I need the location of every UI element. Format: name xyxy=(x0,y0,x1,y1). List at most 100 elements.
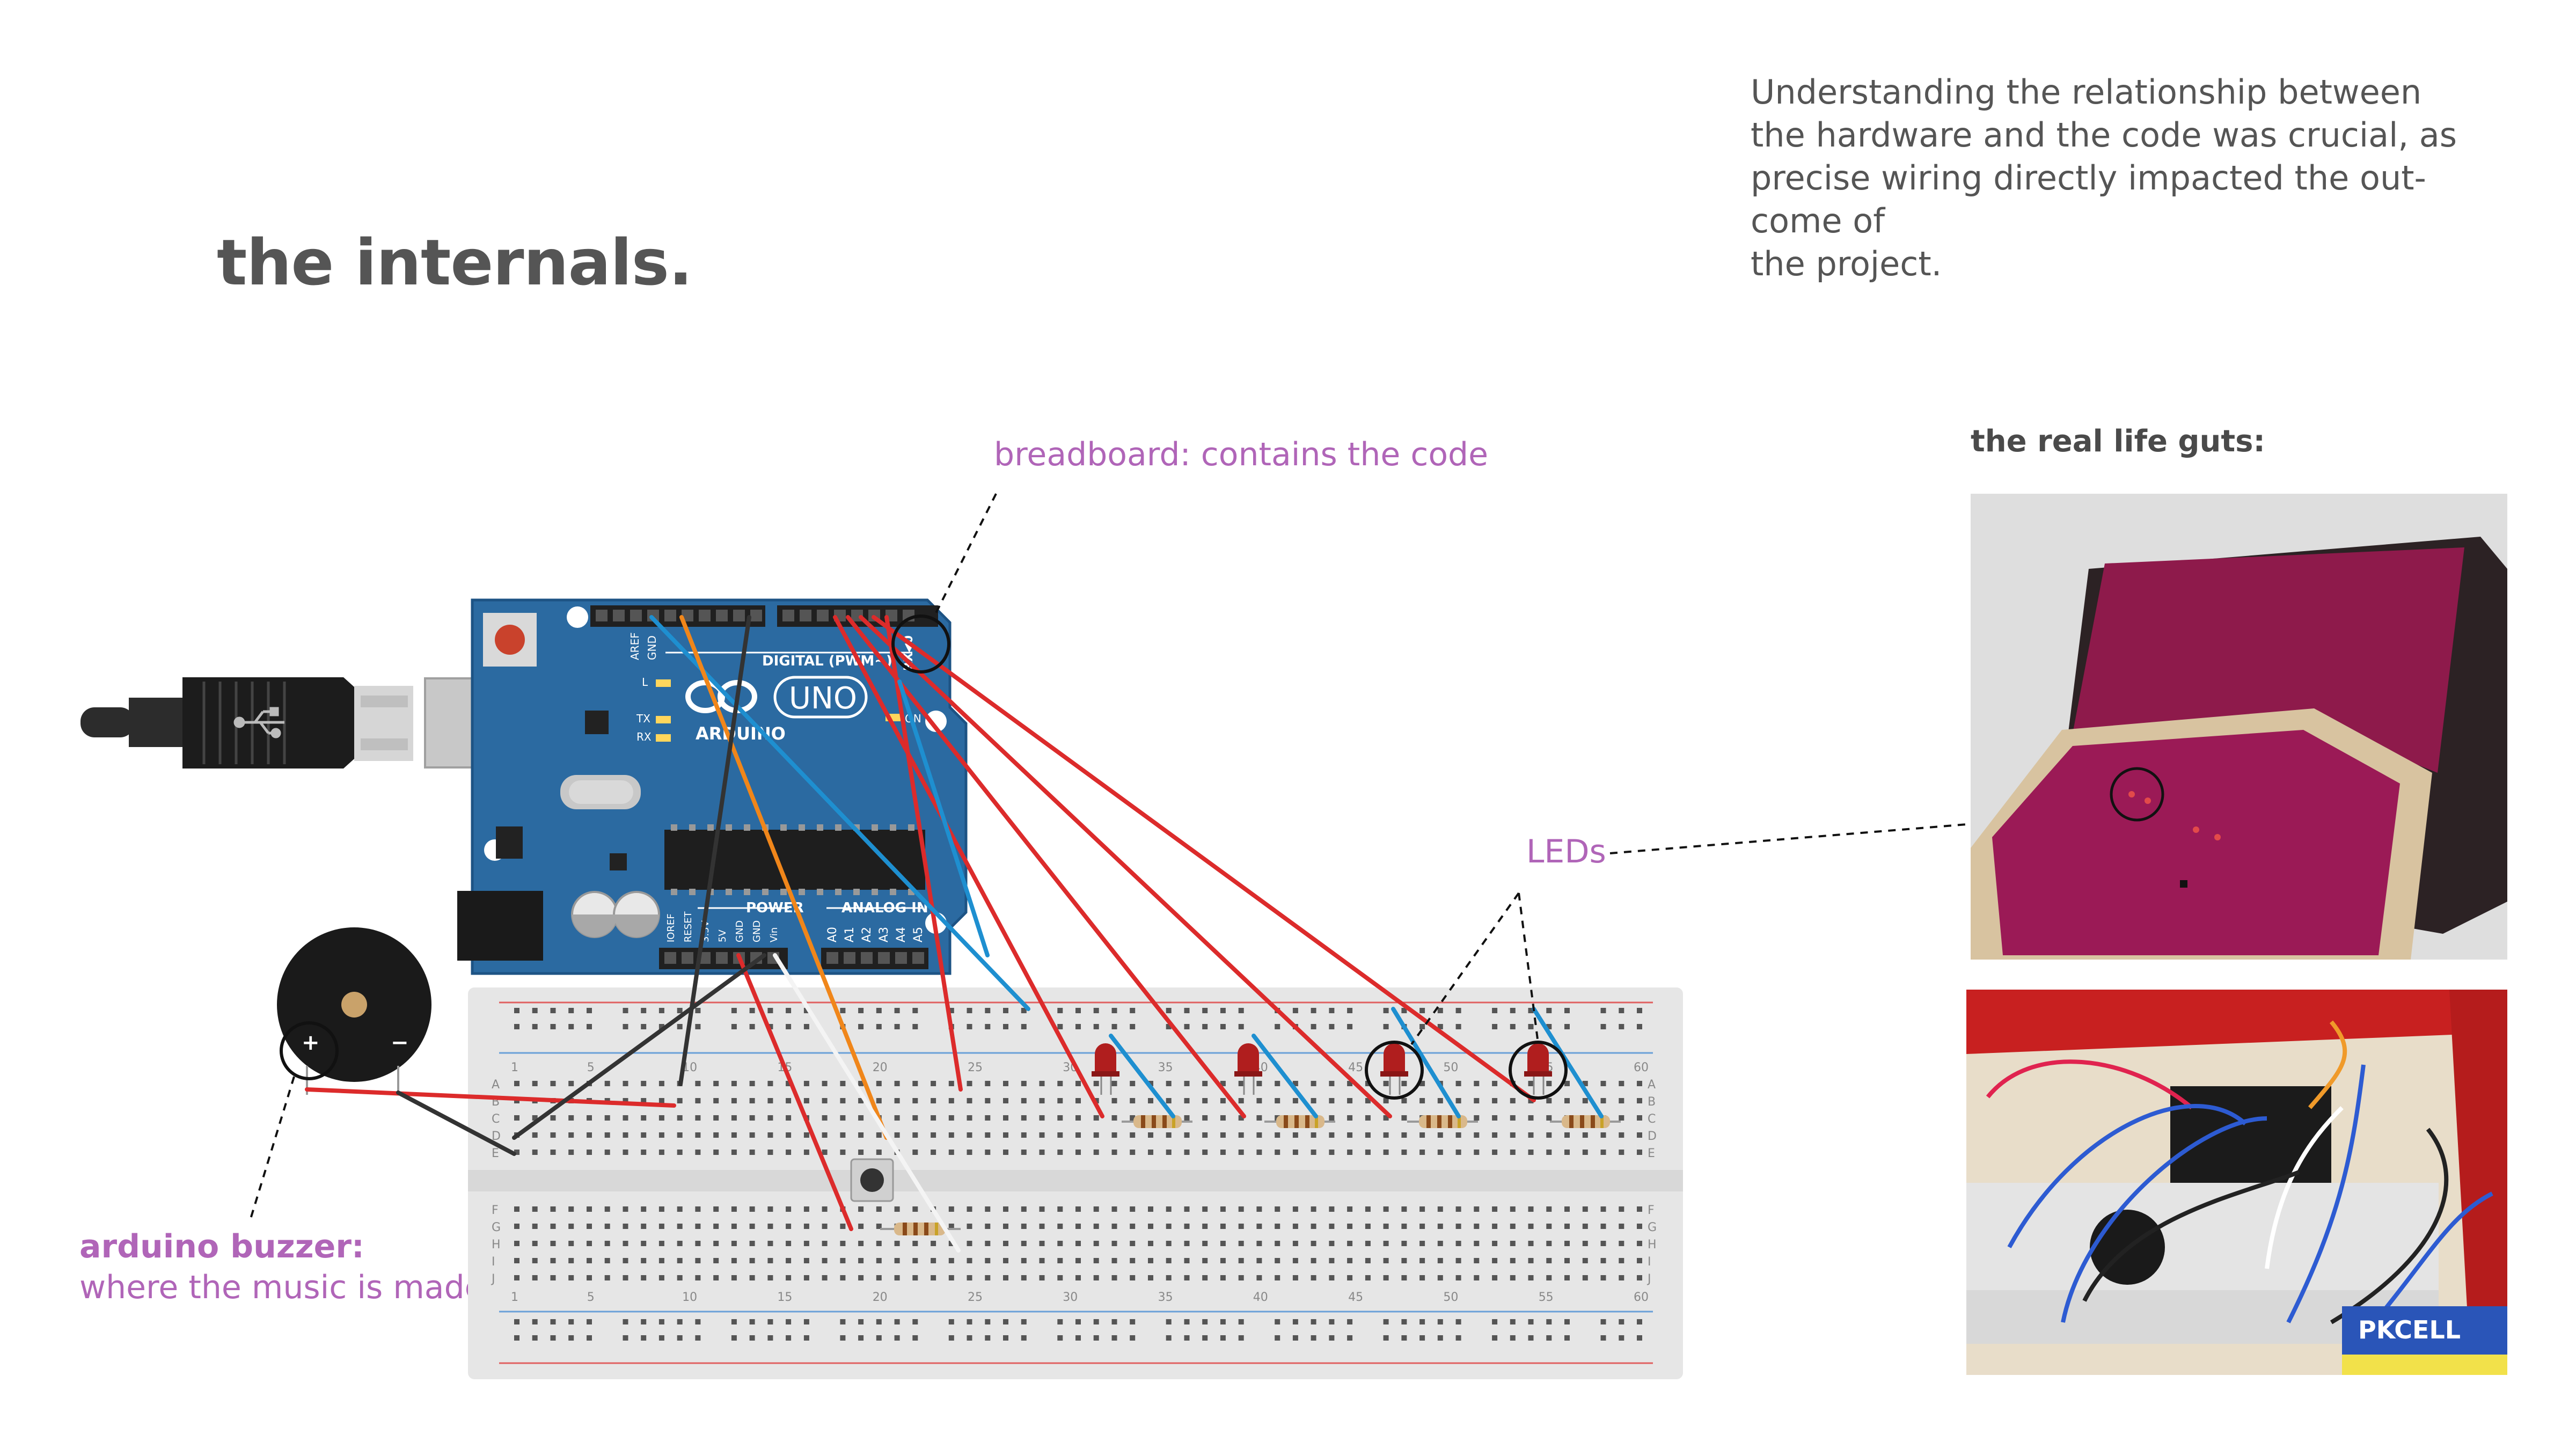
row-letter: F xyxy=(1648,1204,1655,1217)
column-number: 50 xyxy=(1443,1291,1458,1304)
usb-icon xyxy=(233,707,284,738)
column-number: 60 xyxy=(1634,1291,1649,1304)
digital-label: DIGITAL (PWM~) xyxy=(762,653,892,669)
intro-line: precise wiring directly impacted the out… xyxy=(1751,158,2426,197)
column-number: 5 xyxy=(587,1061,595,1074)
row-letter: H xyxy=(492,1238,501,1252)
breadboard-label: breadboard: contains the code xyxy=(994,436,1489,473)
power-pin-label: 5V xyxy=(717,930,728,942)
row-letter: D xyxy=(1648,1130,1657,1143)
row-letter: I xyxy=(1648,1255,1651,1269)
intro-line: the hardware and the code was crucial, a… xyxy=(1751,115,2457,155)
led-group xyxy=(1092,1043,1552,1095)
resistor xyxy=(1122,1115,1192,1128)
resistor xyxy=(1407,1115,1478,1128)
breadboard: A B C D E F G H I J A B C D E F G H I J … xyxy=(468,987,1683,1379)
uno-label: UNO xyxy=(789,681,857,716)
analog-pin-label: A1 xyxy=(843,927,857,942)
battery: PKCELL xyxy=(2342,1306,2507,1375)
buzzer-description-label: where the music is made xyxy=(79,1269,485,1306)
row-letter: C xyxy=(1648,1113,1656,1126)
battery-brand: PKCELL xyxy=(2358,1315,2461,1344)
push-button xyxy=(850,1158,894,1202)
row-letter: E xyxy=(492,1147,499,1160)
row-letter: F xyxy=(492,1204,499,1217)
column-number: 45 xyxy=(1348,1061,1363,1074)
leader-lines xyxy=(249,493,1981,1221)
arduino-uno-board: AREF GND RX◀0 DIGITAL (PWM~) ARDUINO UNO… xyxy=(457,598,968,975)
tx-led-label: TX xyxy=(636,712,650,725)
buzzer-plus-icon: + xyxy=(302,1030,320,1055)
leds-label: LEDs xyxy=(1526,833,1606,870)
resistor-group xyxy=(880,1115,1621,1235)
leader-line xyxy=(1518,892,1539,1044)
row-letter: J xyxy=(1646,1272,1651,1286)
led xyxy=(1234,1043,1262,1095)
row-letter: I xyxy=(492,1255,495,1269)
photo-box-interior xyxy=(1971,494,2507,960)
highlight-circle xyxy=(891,614,950,674)
buzzer-minus-icon: − xyxy=(391,1030,409,1055)
row-letter: G xyxy=(492,1221,501,1234)
wire-black xyxy=(396,615,766,1156)
buzzer-title-label: arduino buzzer: xyxy=(79,1228,364,1265)
analog-pin-label: A2 xyxy=(860,927,874,942)
wires xyxy=(305,615,1604,1253)
column-number: 5 xyxy=(587,1291,595,1304)
leader-line xyxy=(933,493,997,618)
column-number: 20 xyxy=(873,1061,888,1074)
page-title: the internals. xyxy=(217,225,693,299)
box-interior-illustration xyxy=(1971,494,2507,960)
photo-highlight-circle xyxy=(2110,767,2164,822)
row-letter: A xyxy=(1648,1078,1656,1092)
highlight-circles xyxy=(280,614,1568,1100)
column-number: 10 xyxy=(682,1291,697,1304)
row-letter: C xyxy=(492,1113,500,1126)
column-number: 25 xyxy=(968,1291,983,1304)
highlight-circle xyxy=(1365,1041,1424,1100)
analog-pin-label: A5 xyxy=(912,927,925,942)
row-letter: H xyxy=(1648,1238,1657,1252)
buzzer: + − xyxy=(277,927,431,1095)
wire-white xyxy=(773,953,961,1253)
row-letter: J xyxy=(491,1272,495,1286)
column-number: 55 xyxy=(1539,1291,1554,1304)
led xyxy=(1524,1043,1552,1095)
analog-pin-label: A0 xyxy=(826,927,839,942)
column-number: 45 xyxy=(1348,1291,1363,1304)
row-letter: E xyxy=(1648,1147,1655,1160)
row-letter: D xyxy=(492,1130,501,1143)
column-number: 35 xyxy=(1158,1291,1173,1304)
power-pin-label: IOREF xyxy=(665,913,677,942)
l-led-label: L xyxy=(642,676,648,689)
power-pin-label: GND xyxy=(751,920,763,942)
intro-paragraph: Understanding the relationship between t… xyxy=(1751,71,2556,286)
row-letter: A xyxy=(492,1078,500,1092)
column-number: 30 xyxy=(1063,1291,1078,1304)
column-number: 1 xyxy=(511,1061,518,1074)
leader-line xyxy=(1609,822,1981,854)
leader-line xyxy=(249,1076,295,1221)
column-number: 60 xyxy=(1634,1061,1649,1074)
column-number: 1 xyxy=(511,1291,518,1304)
rx-led-label: RX xyxy=(636,730,652,743)
photo-real-wiring: PKCELL xyxy=(1966,990,2507,1375)
highlight-circle xyxy=(280,1021,339,1080)
column-number: 20 xyxy=(873,1291,888,1304)
power-pin-label: RESET xyxy=(683,911,694,942)
led xyxy=(1092,1043,1119,1095)
analog-pin-label: A3 xyxy=(877,927,891,942)
column-number: 35 xyxy=(1158,1061,1173,1074)
intro-line: come of xyxy=(1751,201,1885,240)
gnd-label: GND xyxy=(646,635,658,660)
row-letter: B xyxy=(1648,1095,1656,1109)
highlight-circle xyxy=(1509,1041,1568,1100)
intro-line: the project. xyxy=(1751,244,1942,283)
wire-blue xyxy=(649,615,1604,1118)
led xyxy=(1380,1043,1408,1095)
column-number: 25 xyxy=(968,1061,983,1074)
row-letter: G xyxy=(1648,1221,1657,1234)
resistor xyxy=(1264,1115,1335,1128)
column-number: 40 xyxy=(1253,1291,1268,1304)
